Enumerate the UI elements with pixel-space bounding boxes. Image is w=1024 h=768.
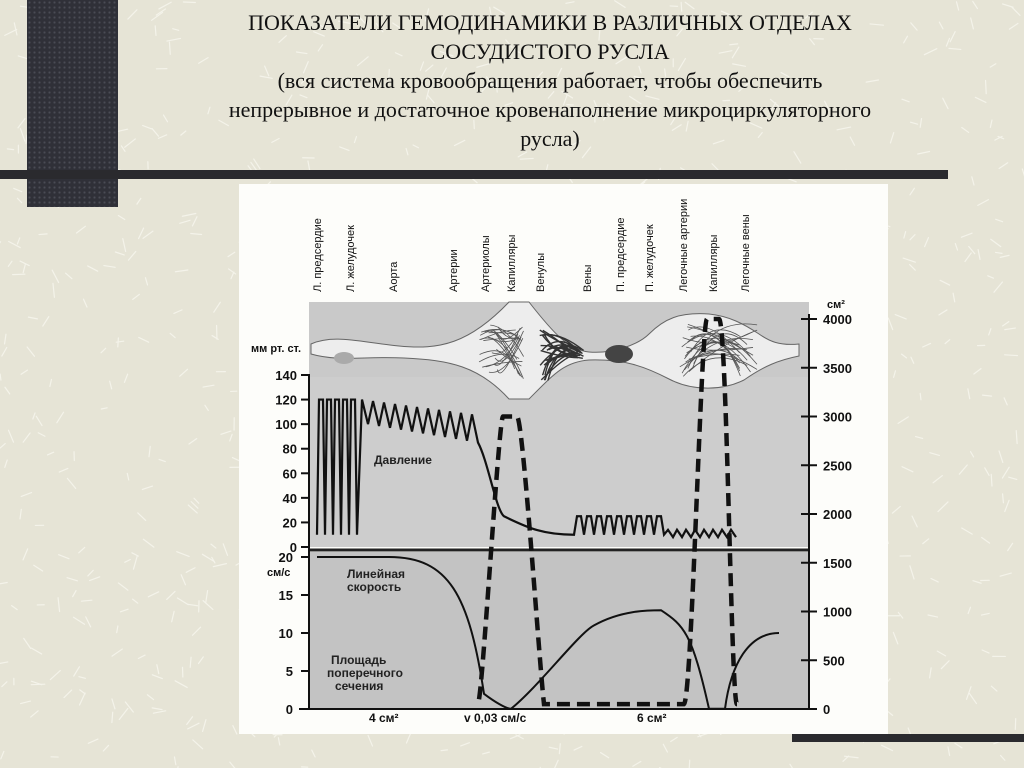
vessel-branch-line [682,357,748,377]
series-area-line [476,316,740,707]
section-label-3: Артерии [448,249,460,292]
vessel-branch-line [540,344,576,357]
vessel-branch-line [491,327,521,354]
vessel-branch-line [687,323,758,369]
vessel-branch-line [688,353,740,360]
slide-subtitle-line-1: (вся система кровообращения работает, чт… [277,68,823,93]
series-label-velocity-line-1: Линейная [347,567,405,581]
area-tick-label: 0 [823,702,830,717]
vessel-branch-line [496,336,522,374]
area-tick-label: 2500 [823,458,852,473]
vessel-branch-line [681,341,748,374]
heart-chamber-shape [605,345,633,363]
vessel-branch-line [478,353,520,363]
vessel-branch-line [539,333,582,354]
series-label-area-line-1: Площадь [331,653,386,667]
section-label-6: Венулы [535,253,547,292]
vessel-branch-line [496,348,522,367]
pressure-tick-label: 60 [283,466,297,481]
section-label-5: Капилляры [506,234,518,292]
vessel-branch-line [690,329,741,352]
velocity-plot-area [309,552,809,709]
series-label-velocity: Линейная скорость [347,567,405,594]
section-label-7: Вены [582,264,594,292]
section-label-1: Л. желудочек [345,225,357,292]
vessel-branch-line [691,341,741,372]
series-label-pressure: Давление [374,453,432,467]
slide-title-line-1: ПОКАЗАТЕЛИ ГЕМОДИНАМИКИ В РАЗЛИЧНЫХ ОТДЕ… [248,10,852,35]
vessel-branch-line [688,326,740,354]
series-label-velocity-line-2: скорость [347,580,401,594]
annotation-4cm2: 4 см² [369,711,399,725]
area-tick-label: 1000 [823,605,852,620]
slide-subtitle-line-3: русла) [520,126,580,151]
velocity-tick-label: 5 [286,664,293,679]
area-tick-label: 1500 [823,556,852,571]
area-tick-label: 500 [823,653,845,668]
velocity-tick-label: 0 [286,702,293,717]
pressure-tick-label: 100 [275,417,297,432]
section-label-9: П. желудочек [644,224,656,292]
velocity-tick-label: 15 [279,588,293,603]
pressure-tick-label: 140 [275,368,297,383]
slide-title-line-2: СОСУДИСТОГО РУСЛА [430,39,670,64]
annotation-velocity-capillary: v 0,03 см/с [464,711,527,725]
section-label-8: П. предсердие [615,217,627,292]
series-pressure-line [315,398,737,540]
section-label-0: Л. предсердие [312,218,324,292]
vessel-branch-line [490,324,524,357]
series-label-area: Площадь поперечного сечения [327,653,403,693]
vessel-branch-line [485,335,520,368]
heart-chamber-shape [334,352,354,364]
vessel-branch-line [488,338,524,373]
vessel-branch-line [484,330,519,375]
pressure-tick-label: 40 [283,491,297,506]
vessel-branch-line [684,340,751,373]
vessel-branch-line [493,333,519,366]
area-axis-ticks: 0 500 1000 1500 2000 2500 3000 3500 4000 [801,312,852,717]
vessel-branch-line [483,337,521,341]
velocity-axis-unit: см/с [267,567,290,579]
area-tick-label: 4000 [823,312,852,327]
pressure-axis-ticks: 0 20 40 60 80 100 120 140 [275,368,309,555]
velocity-tick-label: 10 [279,626,293,641]
decorative-bottom-line [792,734,1024,742]
series-label-area-line-3: сечения [335,679,383,693]
slide-title-block: ПОКАЗАТЕЛИ ГЕМОДИНАМИКИ В РАЗЛИЧНЫХ ОТДЕ… [130,8,970,153]
pressure-tick-label: 20 [283,515,297,530]
vessel-branch-line [688,329,758,372]
vessel-schematic-branches [334,323,758,381]
area-tick-label: 3500 [823,361,852,376]
pressure-axis-unit: мм рт. ст. [251,343,301,355]
section-label-11: Капилляры [708,234,720,292]
section-label-12: Легочные вены [740,214,752,292]
vessel-branch-line [547,346,577,366]
decorative-top-line [0,170,948,179]
area-tick-label: 3000 [823,410,852,425]
vessel-branch-line [540,349,578,359]
series-label-area-line-2: поперечного [327,666,403,680]
section-label-10: Легочные артерии [678,199,690,292]
velocity-tick-label: 20 [279,550,293,565]
pressure-tick-label: 120 [275,393,297,408]
section-label-4: Артериолы [480,235,492,292]
annotation-6cm2: 6 см² [637,711,667,725]
vessel-branch-line [547,348,577,381]
area-axis-unit: см² [827,299,845,311]
velocity-axis-ticks: 0 5 10 15 20 [279,550,309,717]
section-label-2: Аорта [388,261,400,292]
series-velocity-line [317,556,780,710]
pressure-tick-label: 0 [290,540,297,555]
vessel-branch-line [686,346,754,351]
slide-subtitle-line-2: непрерывное и достаточное кровенаполнени… [228,97,872,122]
vessel-branch-line [687,324,754,356]
area-tick-label: 2000 [823,507,852,522]
vessel-branch-line [541,334,583,360]
pressure-tick-label: 80 [283,442,297,457]
